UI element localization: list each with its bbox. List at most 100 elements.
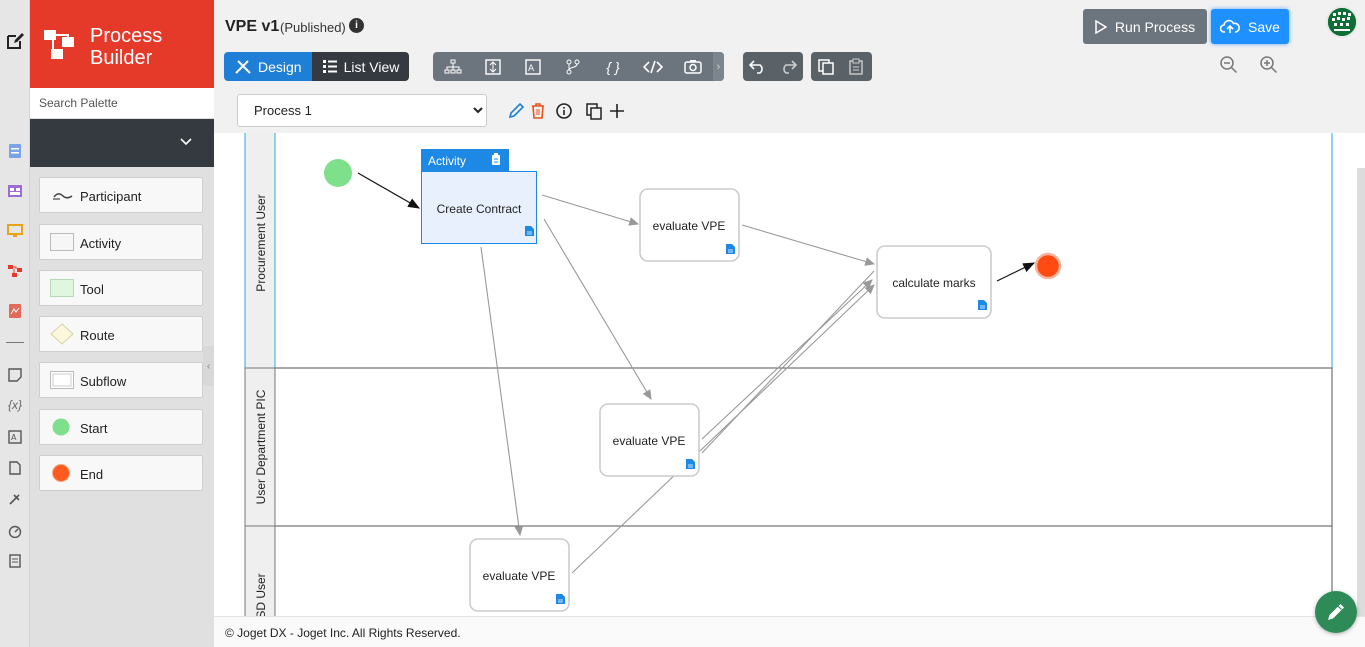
swimlane-sd-user[interactable]: SD User [244,525,1333,616]
align-icon[interactable] [473,52,513,81]
transition-create-eval1[interactable] [541,194,640,226]
list-view-button[interactable]: List View [311,52,410,81]
edit-icon[interactable] [4,30,26,52]
transition-eval1-calc[interactable] [741,224,876,266]
divider [6,342,24,343]
palette-item-end[interactable]: End [39,455,203,491]
activity-label: evaluate VPE [653,219,726,233]
palette-item-label: End [80,467,104,482]
transition-create-eval3[interactable] [480,246,524,537]
form-icon[interactable] [6,142,24,160]
publish-status: (Published) [280,20,346,35]
transition-eval3-calc[interactable] [571,284,875,574]
auto-layout-icon[interactable] [433,52,473,81]
zoom-in-icon[interactable] [1259,55,1281,77]
form-mapping-icon[interactable] [686,459,695,469]
paste-icon[interactable] [841,52,871,81]
quick-edit-button[interactable] [1315,591,1357,633]
search-palette-input[interactable] [30,88,214,119]
transition-eval2-calc[interactable] [701,279,873,440]
palette-item-participant[interactable]: Participant [39,177,203,213]
transition-start-create[interactable] [357,172,421,209]
svg-text:A: A [528,64,535,74]
datalist-icon[interactable] [6,182,24,200]
palette-item-subflow[interactable]: Subflow [39,362,203,398]
run-process-button[interactable]: Run Process [1083,9,1207,44]
form-mapping-icon[interactable] [556,594,565,604]
form-mapping-icon[interactable] [978,300,987,310]
camera-icon[interactable] [673,52,713,81]
clipboard-icon[interactable] [492,153,500,165]
form-mapping-icon[interactable] [525,226,534,236]
copy-icon[interactable] [811,52,841,81]
builder-header: VPE v1 (Published) i Design List View A … [214,0,1365,93]
log-icon[interactable] [6,552,24,570]
code-icon[interactable] [633,52,673,81]
save-label: Save [1248,18,1280,35]
transition-calc-end[interactable] [996,262,1036,282]
pdf-icon[interactable] [6,302,24,320]
activity-label: Create Contract [437,202,522,216]
user-avatar[interactable] [1326,6,1358,38]
more-tools-icon[interactable]: › [713,52,724,81]
delete-process-icon[interactable] [530,102,548,120]
palette-item-start[interactable]: Start [39,409,203,445]
end-icon [52,464,70,482]
palette-item-label: Activity [80,236,122,251]
design-tools-icon [235,59,251,74]
performance-icon[interactable] [6,522,24,540]
image-file-icon[interactable] [6,459,24,477]
activity-evaluate-vpe-sd-user[interactable]: evaluate VPE [469,538,570,612]
palette-category-dropdown[interactable] [30,119,214,167]
swimlane-user-department-pic[interactable]: User Department PIC [244,367,1333,527]
add-process-icon[interactable] [608,102,626,120]
design-button[interactable]: Design [224,52,312,81]
save-button[interactable]: Save [1211,9,1289,44]
diagram-canvas[interactable]: Procurement User User Department PIC SD … [214,133,1365,616]
process-info-icon[interactable] [555,102,573,120]
collapse-palette-handle[interactable]: ‹ [203,346,214,386]
info-icon[interactable]: i [349,18,364,33]
note-icon[interactable] [6,366,24,384]
swimlane-label: SD User [254,573,268,616]
plugin-icon[interactable] [6,490,24,508]
activity-evaluate-vpe-user-dept[interactable]: evaluate VPE [599,403,700,477]
avatar-icon [1328,8,1356,36]
userview-icon[interactable] [6,222,24,240]
palette-item-label: Tool [80,282,104,297]
zoom-out-icon[interactable] [1219,55,1241,77]
branch-icon[interactable] [553,52,593,81]
palette-item-label: Subflow [80,374,127,389]
palette-item-tool[interactable]: Tool [39,270,203,306]
translate-icon[interactable]: A [513,52,553,81]
edit-process-icon[interactable] [507,102,525,120]
copyright-text: © Joget DX - Joget Inc. All Rights Reser… [225,626,461,640]
translate-icon[interactable]: A [6,428,24,446]
start-node[interactable] [324,159,352,187]
process-diagram: Procurement User User Department PIC SD … [244,133,1333,616]
transition-eval2-calc-b[interactable] [701,270,875,454]
duplicate-process-icon[interactable] [585,102,603,120]
canvas-scrollbar[interactable] [1357,168,1365,616]
form-mapping-icon[interactable] [726,244,735,254]
undo-icon[interactable] [743,52,773,81]
activity-evaluate-vpe-procurement[interactable]: evaluate VPE [639,188,740,262]
end-node[interactable] [1034,252,1062,280]
chevron-down-icon [180,135,192,149]
activity-label: evaluate VPE [613,434,686,448]
page-title: VPE v1 [225,18,280,35]
diagram-tools-group: A { } › [433,52,724,81]
transition-create-eval2[interactable] [543,218,652,400]
swimlane-procurement-user[interactable]: Procurement User [244,133,1333,369]
process-select[interactable]: Process 1 [237,94,487,127]
variable-icon[interactable]: {x} [7,398,22,412]
process-icon[interactable] [6,262,24,280]
pencil-icon [1328,604,1344,620]
subflow-icon [50,371,74,389]
palette-item-activity[interactable]: Activity [39,224,203,260]
activity-calculate-marks[interactable]: calculate marks [876,245,992,319]
activity-create-contract[interactable]: Activity Create Contract [421,149,537,244]
palette-item-route[interactable]: Route [39,316,203,352]
variables-icon[interactable]: { } [606,58,620,75]
redo-icon[interactable] [773,52,803,81]
